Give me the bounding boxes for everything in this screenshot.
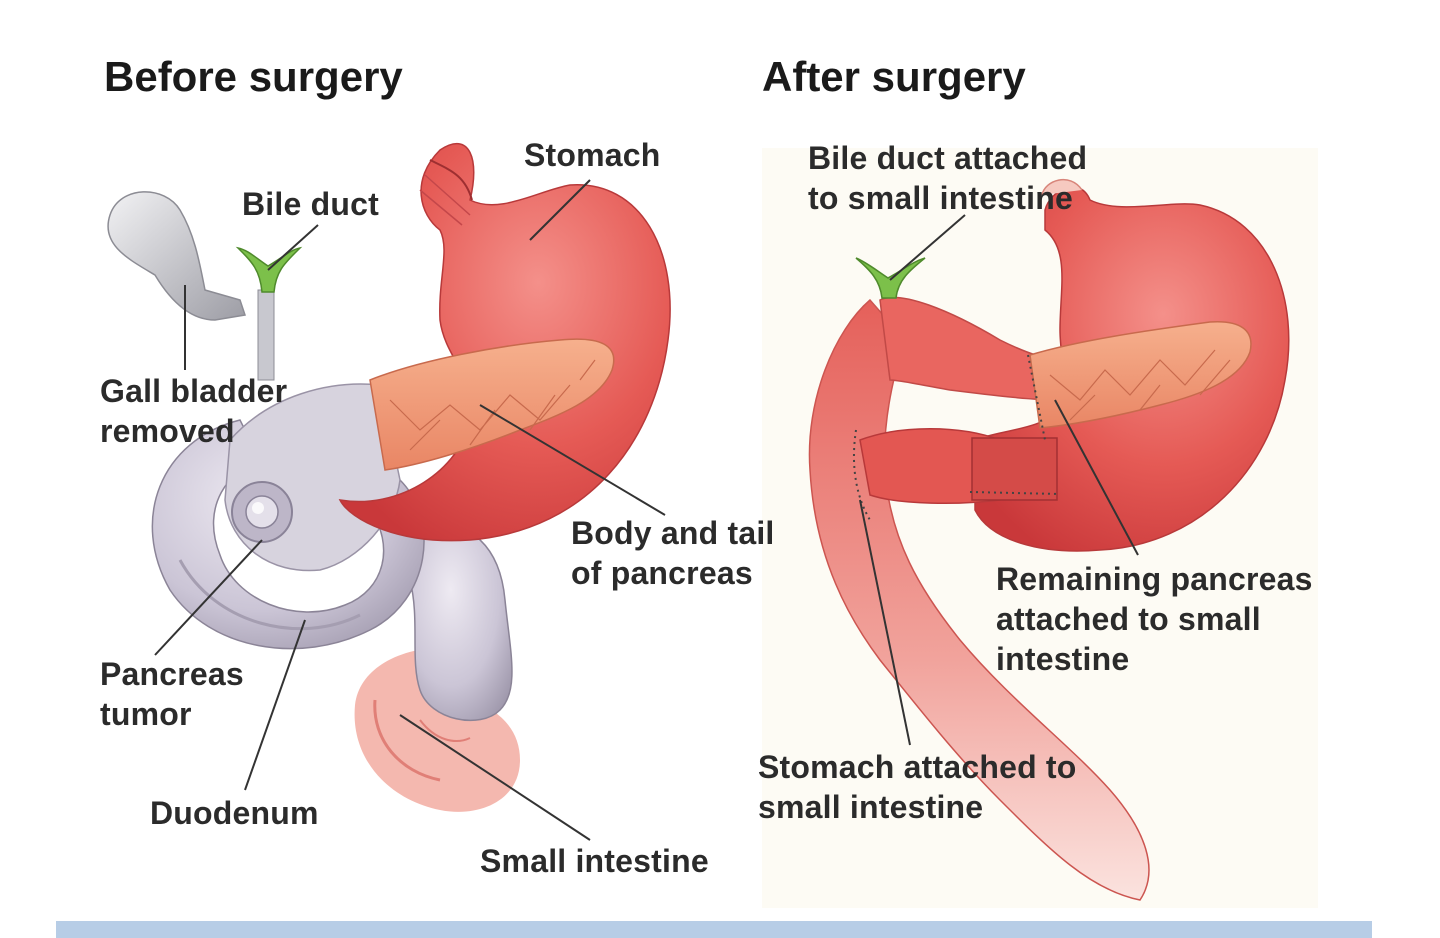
small-intestine-after xyxy=(808,296,1150,901)
label-small-intestine: Small intestine xyxy=(480,843,709,879)
pancreas-body-tail xyxy=(369,338,615,471)
label-gall-bladder-removed: Gall bladder removed xyxy=(100,373,288,449)
before-diagram xyxy=(107,143,671,841)
after-diagram xyxy=(762,148,1318,908)
jejunum-before xyxy=(409,519,513,722)
label-pancreas-tumor: Pancreas tumor xyxy=(100,656,244,732)
before-heading: Before surgery xyxy=(104,53,403,100)
leader-lines-before xyxy=(154,179,666,841)
label-body-and-tail-of-pancreas: Body and tail of pancreas xyxy=(571,515,775,591)
label-duodenum: Duodenum xyxy=(150,795,319,831)
label-remaining-pancreas: Remaining pancreas attached to small int… xyxy=(996,561,1313,677)
bile-duct-after xyxy=(855,257,926,299)
footer-bar xyxy=(56,921,1372,938)
label-stomach-attached: Stomach attached to small intestine xyxy=(758,749,1077,825)
stitch-lines xyxy=(853,354,1061,521)
label-bile-duct-attached: Bile duct attached to small intestine xyxy=(808,140,1088,216)
leader-lines-after xyxy=(859,214,1139,746)
pancreas-tumor xyxy=(231,481,293,543)
remaining-pancreas xyxy=(1029,321,1252,429)
gall-bladder xyxy=(107,191,246,321)
label-stomach: Stomach xyxy=(524,137,661,173)
label-bile-duct: Bile duct xyxy=(242,186,379,222)
stomach-before xyxy=(338,143,671,542)
small-intestine-before xyxy=(354,647,520,812)
after-heading: After surgery xyxy=(762,53,1026,100)
stomach-patch xyxy=(971,437,1058,501)
